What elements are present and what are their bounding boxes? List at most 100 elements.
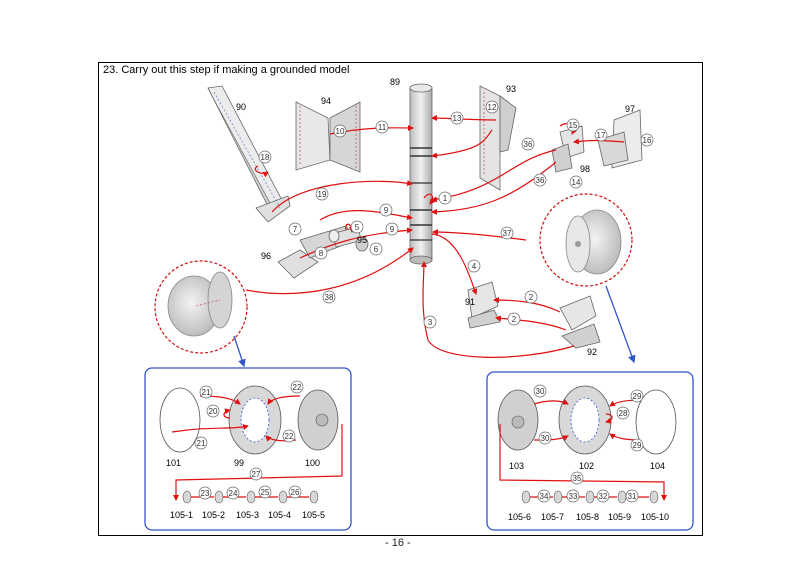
step-marker: 18	[258, 150, 272, 164]
svg-text:37: 37	[503, 229, 512, 238]
part-label: 105-7	[541, 512, 564, 522]
step-marker: 29	[630, 389, 644, 403]
right-wheel-zoom	[539, 193, 633, 287]
part-label: 90	[236, 102, 246, 112]
svg-text:36: 36	[536, 176, 545, 185]
left-wheel-exploded	[159, 385, 343, 501]
step-marker: 17	[594, 128, 608, 142]
step-marker: 32	[596, 489, 610, 503]
step-bubbles: 1 2 2 3 4 5 6 7 8 9 9 10 11 12 13 14 15 …	[194, 100, 654, 503]
svg-text:35: 35	[573, 474, 582, 483]
step-marker: 8	[314, 246, 328, 260]
svg-text:12: 12	[488, 103, 497, 112]
left-wheel-zoom	[154, 260, 248, 354]
svg-text:9: 9	[390, 225, 395, 234]
step-marker: 29	[630, 438, 644, 452]
left-discs-105	[182, 490, 319, 504]
svg-text:4: 4	[472, 262, 477, 271]
step-marker: 28	[616, 406, 630, 420]
step-marker: 5	[350, 220, 364, 234]
step-marker: 22	[290, 380, 304, 394]
part-label: 96	[261, 251, 271, 261]
detail-box-left	[144, 367, 352, 531]
svg-text:17: 17	[597, 131, 606, 140]
svg-text:21: 21	[197, 439, 206, 448]
part-label: 105-10	[641, 512, 669, 522]
svg-text:29: 29	[633, 392, 642, 401]
part-label: 105-9	[608, 512, 631, 522]
part-label: 92	[587, 347, 597, 357]
part-label: 101	[166, 458, 181, 468]
svg-text:16: 16	[643, 136, 652, 145]
step-marker: 20	[206, 404, 220, 418]
part-label: 105-1	[170, 510, 193, 520]
svg-text:8: 8	[319, 249, 324, 258]
step-marker: 27	[249, 467, 263, 481]
svg-text:26: 26	[291, 488, 300, 497]
step-marker: 26	[288, 485, 302, 499]
part-label: 103	[509, 461, 524, 471]
step-marker: 3	[423, 315, 437, 329]
part-label: 105-4	[268, 510, 291, 520]
right-wheel-exploded	[497, 385, 677, 501]
svg-text:7: 7	[293, 225, 298, 234]
step-marker: 38	[322, 290, 336, 304]
svg-text:11: 11	[378, 123, 387, 132]
part-label: 104	[650, 461, 665, 471]
svg-text:2: 2	[529, 293, 534, 302]
svg-text:21: 21	[202, 388, 211, 397]
svg-text:15: 15	[569, 121, 578, 130]
svg-text:22: 22	[293, 383, 302, 392]
page-number: - 16 -	[385, 537, 411, 549]
svg-text:2: 2	[512, 315, 517, 324]
part-label: 105-2	[202, 510, 225, 520]
svg-text:27: 27	[252, 470, 261, 479]
svg-text:32: 32	[599, 492, 608, 501]
part-label: 105-3	[236, 510, 259, 520]
step-marker: 35	[570, 471, 584, 485]
part-label: 102	[579, 461, 594, 471]
part-label: 93	[506, 84, 516, 94]
part-label: 95	[357, 235, 367, 245]
svg-text:34: 34	[540, 492, 549, 501]
step-marker: 12	[485, 100, 499, 114]
svg-text:14: 14	[572, 178, 581, 187]
svg-text:30: 30	[541, 434, 550, 443]
right-zoom-pointer	[605, 285, 636, 364]
step-marker: 33	[566, 489, 580, 503]
svg-text:5: 5	[355, 223, 360, 232]
step-marker: 22	[282, 429, 296, 443]
svg-text:31: 31	[628, 492, 637, 501]
step-marker: 23	[198, 486, 212, 500]
step-marker: 34	[537, 489, 551, 503]
step-marker: 31	[625, 489, 639, 503]
part-label: 99	[234, 458, 244, 468]
svg-text:18: 18	[261, 153, 270, 162]
part-label: 89	[390, 77, 400, 87]
step-marker: 15	[566, 118, 580, 132]
step-marker: 19	[315, 187, 329, 201]
step-marker: 1	[438, 191, 452, 205]
part-labels: 89 90 91 92 93 94 95 96 97 98 99 100 101…	[166, 77, 669, 522]
step-marker: 21	[194, 436, 208, 450]
step-marker: 24	[226, 486, 240, 500]
part-94-bracket	[295, 101, 361, 173]
step-marker: 25	[258, 485, 272, 499]
part-label: 100	[305, 458, 320, 468]
instruction-title: 23. Carry out this step if making a grou…	[103, 64, 350, 76]
svg-text:10: 10	[336, 127, 345, 136]
step-marker: 2	[507, 312, 521, 326]
svg-text:30: 30	[536, 387, 545, 396]
svg-text:20: 20	[209, 407, 218, 416]
svg-text:24: 24	[229, 489, 238, 498]
svg-text:25: 25	[261, 488, 270, 497]
svg-text:19: 19	[318, 190, 327, 199]
svg-text:6: 6	[374, 245, 379, 254]
part-89-strut	[409, 83, 433, 265]
step-marker: 13	[450, 111, 464, 125]
step-marker: 36	[521, 137, 535, 151]
step-marker: 36	[533, 173, 547, 187]
step-marker: 9	[385, 222, 399, 236]
step-marker: 30	[533, 384, 547, 398]
svg-text:1: 1	[443, 194, 448, 203]
